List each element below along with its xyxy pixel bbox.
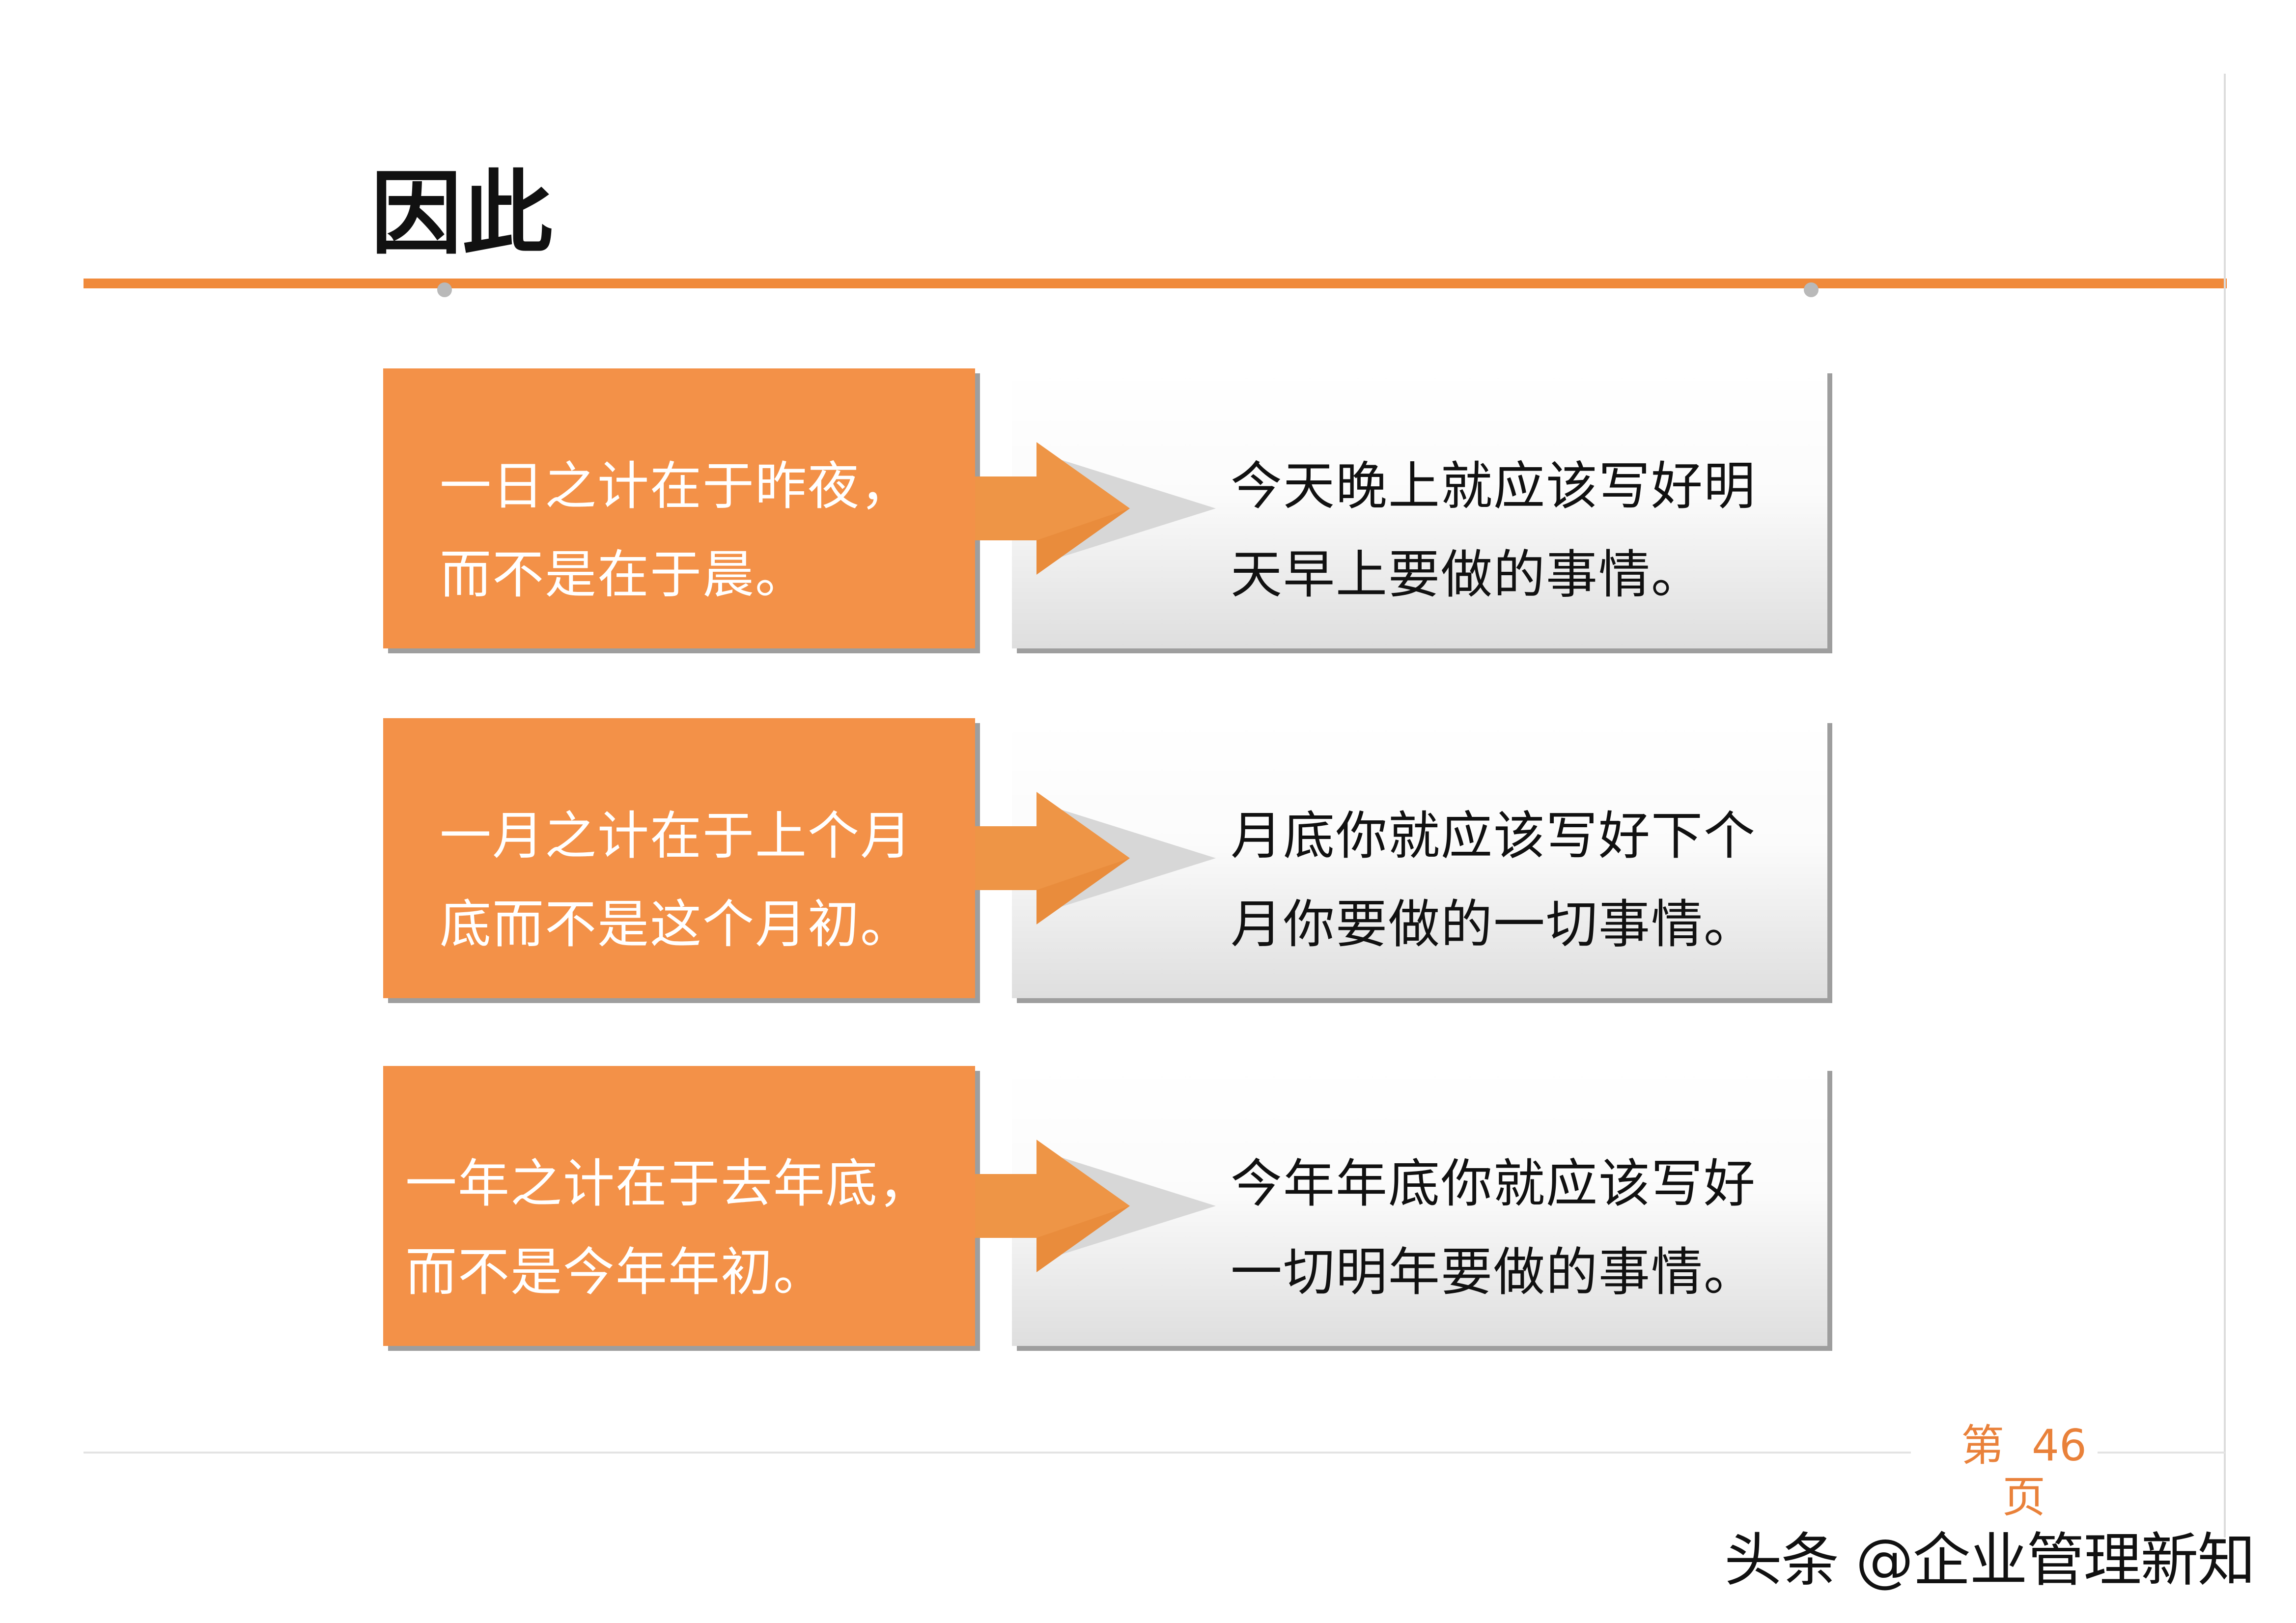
- rule-dot-left: [437, 282, 452, 297]
- cause-box-2: 一月之计在于上个月 底而不是这个月初。: [383, 718, 975, 998]
- page-number: 第 46 页: [1960, 1420, 2088, 1528]
- title-underline: [84, 279, 2227, 288]
- watermark: 头条 @企业管理新知: [1724, 1526, 2256, 1594]
- effect-3-line-1: 今年年底你就应该写好: [1231, 1154, 1757, 1214]
- cause-box-3: 一年之计在于去年底， 而不是今年年初。: [383, 1066, 975, 1346]
- rule-dot-right: [1804, 282, 1819, 297]
- cause-box-1: 一日之计在于昨夜， 而不是在于晨。: [383, 368, 975, 648]
- arrow-icon: [975, 1140, 1216, 1272]
- page-label-prefix: 第: [1961, 1420, 2005, 1471]
- footer-rule-right: [2098, 1452, 2225, 1454]
- effect-3-line-2: 一切明年要做的事情。: [1231, 1242, 1757, 1302]
- cause-1-line-1: 一日之计在于昨夜，: [440, 456, 913, 516]
- arrow-icon: [975, 792, 1216, 924]
- footer-rule-left: [84, 1452, 1911, 1454]
- effect-1-line-1: 今天晚上就应该写好明: [1231, 456, 1757, 516]
- cause-3-line-1: 一年之计在于去年底，: [405, 1154, 931, 1214]
- page-number-value: 46: [2031, 1420, 2087, 1471]
- effect-1-line-2: 天早上要做的事情。: [1231, 545, 1704, 605]
- arrow-icon: [975, 442, 1216, 575]
- right-border-line: [2224, 74, 2226, 1538]
- cause-1-line-2: 而不是在于晨。: [440, 545, 808, 605]
- slide-title: 因此: [371, 161, 553, 267]
- effect-2-line-2: 月你要做的一切事情。: [1231, 895, 1757, 954]
- effect-2-line-1: 月底你就应该写好下个: [1231, 806, 1757, 866]
- cause-2-line-1: 一月之计在于上个月: [440, 806, 913, 866]
- cause-3-line-2: 而不是今年年初。: [405, 1242, 826, 1302]
- cause-2-line-2: 底而不是这个月初。: [440, 895, 913, 954]
- page-label-suffix: 页: [2002, 1472, 2045, 1522]
